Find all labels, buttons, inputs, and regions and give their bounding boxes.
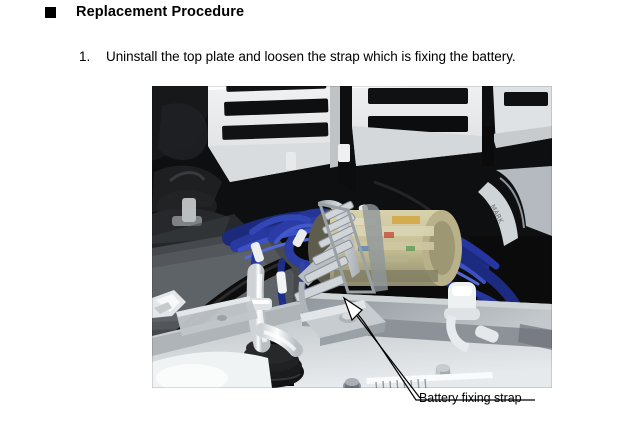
section-heading: Replacement Procedure bbox=[45, 4, 244, 20]
procedure-step-1: 1. Uninstall the top plate and loosen th… bbox=[79, 49, 516, 64]
square-bullet-icon bbox=[45, 6, 56, 18]
procedure-photo: MARK bbox=[152, 86, 552, 388]
step-number: 1. bbox=[79, 49, 91, 64]
callout-label: Battery fixing strap bbox=[419, 391, 522, 405]
page-title: Replacement Procedure bbox=[76, 4, 245, 20]
photo-illustration: MARK bbox=[152, 86, 552, 388]
step-text: Uninstall the top plate and loosen the s… bbox=[106, 49, 516, 64]
